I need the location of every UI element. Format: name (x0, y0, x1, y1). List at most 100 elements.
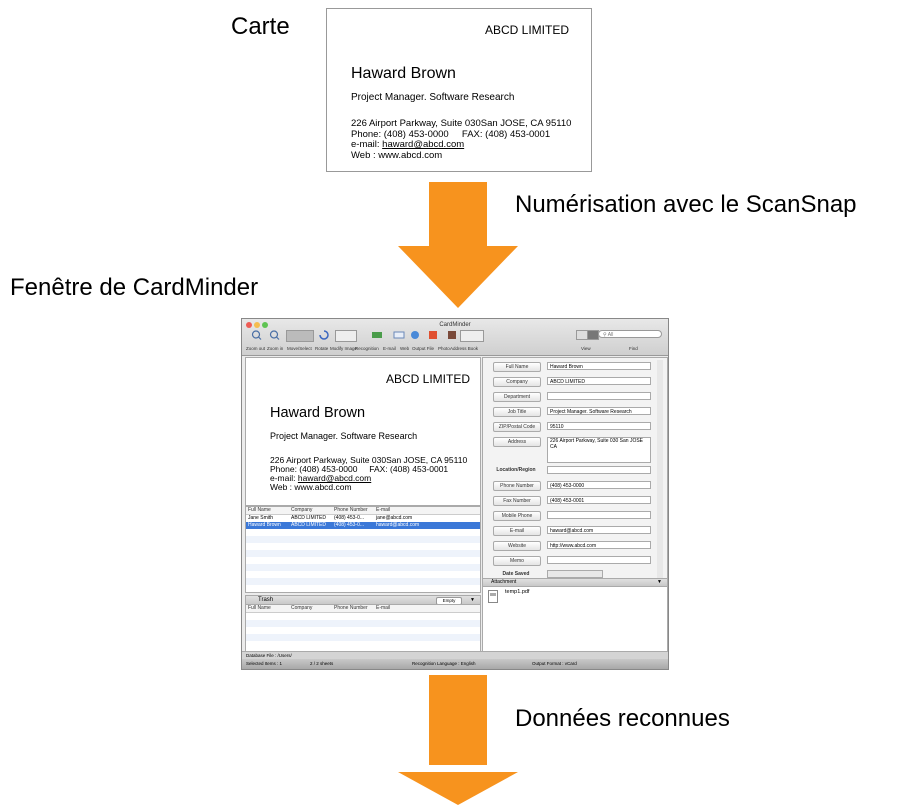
email-icon[interactable] (392, 330, 406, 340)
search-placeholder: All (607, 332, 614, 338)
preview-email-label: e-mail: (270, 473, 298, 483)
zoom-out-icon[interactable] (250, 330, 264, 340)
card-address: 226 Airport Parkway, Suite 030San JOSE, … (351, 118, 572, 129)
zip-field[interactable]: 95110 (547, 422, 651, 430)
arrow-down-1-icon (398, 182, 518, 308)
database-status-bar: Database File : /Users/ (242, 651, 668, 660)
search-input[interactable]: ⚲ All (598, 330, 662, 338)
preview-phone-line: Phone: (408) 453-0000 FAX: (408) 453-000… (270, 465, 467, 474)
trash-col-company[interactable]: Company (291, 605, 313, 611)
attachment-filename[interactable]: temp1.pdf (505, 589, 530, 595)
table-row[interactable]: Jane Smith ABCD LIMITED (408) 453-0... j… (246, 515, 480, 522)
trash-header: Full Name Company Phone Number E-mail (246, 605, 480, 613)
card-name: Haward Brown (351, 65, 456, 82)
recognition-icon[interactable] (370, 330, 384, 340)
trash-col-phone[interactable]: Phone Number (334, 605, 368, 611)
job-title-label[interactable]: Job Title (493, 407, 541, 417)
attachment-pane: temp1.pdf (482, 586, 668, 652)
empty-row (246, 578, 480, 585)
card-preview: ABCD LIMITED Haward Brown Project Manage… (245, 357, 481, 506)
full-name-field[interactable]: Haward Brown (547, 362, 651, 370)
label-carte: Carte (231, 13, 290, 40)
mobile-label[interactable]: Mobile Phone (493, 511, 541, 521)
cell-email: haward@abcd.com (376, 522, 420, 528)
location-label: Location/Region (496, 467, 536, 473)
status-bar: Selected Items : 1 2 / 2 sheets Recognit… (242, 659, 668, 669)
preview-name: Haward Brown (270, 405, 366, 421)
memo-label[interactable]: Memo (493, 556, 541, 566)
trash-list: Full Name Company Phone Number E-mail (245, 604, 481, 653)
memo-field[interactable] (547, 556, 651, 564)
phone-field[interactable]: (408) 453-0000 (547, 481, 651, 489)
zoom-in-icon[interactable] (268, 330, 282, 340)
trash-label: Trash (258, 597, 274, 603)
output-file-icon[interactable] (426, 330, 440, 340)
attachment-label: Attachment (491, 579, 517, 585)
company-label[interactable]: Company (493, 377, 541, 387)
form-scrollbar[interactable] (657, 360, 663, 580)
phone-label[interactable]: Phone Number (493, 481, 541, 491)
preview-phone: Phone: (408) 453-0000 (270, 464, 358, 474)
location-field[interactable] (547, 466, 651, 474)
web-icon[interactable] (408, 330, 422, 340)
cell-name: Haward Brown (248, 522, 281, 528)
move-select-icon[interactable] (286, 330, 314, 342)
toolbar-label-zoom-out: Zoom out (246, 346, 266, 351)
rotate-icon[interactable] (317, 330, 331, 340)
address-book-icon[interactable] (460, 330, 484, 342)
job-title-field[interactable]: Project Manager. Software Research (547, 407, 651, 415)
col-company[interactable]: Company (291, 507, 313, 513)
trash-menu-icon[interactable]: ▼ (470, 597, 475, 603)
find-label: Find (629, 346, 638, 351)
address-field[interactable]: 226 Airport Parkway, Suite 030 San JOSE … (547, 437, 651, 463)
arrow-down-3-icon (398, 772, 518, 805)
zip-label[interactable]: ZIP/Postal Code (493, 422, 541, 432)
fax-label[interactable]: Fax Number (493, 496, 541, 506)
attachment-menu-icon[interactable]: ▼ (657, 579, 662, 585)
photo-icon[interactable] (445, 330, 459, 340)
company-field[interactable]: ABCD LIMITED (547, 377, 651, 385)
trash-col-full-name[interactable]: Full Name (248, 605, 271, 611)
pdf-file-icon[interactable] (488, 590, 498, 603)
email-label[interactable]: E-mail (493, 526, 541, 536)
date-saved-field[interactable] (547, 570, 603, 578)
arrow-down-2-icon (429, 675, 487, 765)
zoom-icon[interactable] (262, 322, 268, 328)
toolbar-label-rotate: Rotate (315, 346, 329, 351)
card-contact: 226 Airport Parkway, Suite 030San JOSE, … (351, 118, 572, 161)
minimize-icon[interactable] (254, 322, 260, 328)
email-field[interactable]: haward@abcd.com (547, 526, 651, 534)
website-label[interactable]: Website (493, 541, 541, 551)
department-label[interactable]: Department (493, 392, 541, 402)
label-fenetre: Fenêtre de CardMinder (10, 274, 259, 301)
label-donnees: Données reconnues (515, 705, 730, 732)
website-field[interactable]: http://www.abcd.com (547, 541, 651, 549)
table-row-selected[interactable]: Haward Brown ABCD LIMITED (408) 453-0...… (246, 522, 480, 529)
toolbar-label-web: Web (400, 346, 410, 351)
col-full-name[interactable]: Full Name (248, 507, 271, 513)
detail-form: Full Name Haward Brown Company ABCD LIMI… (482, 357, 668, 587)
col-email[interactable]: E-mail (376, 507, 391, 513)
toolbar: CardMinder Zoom out Zoom in Move/Select … (242, 319, 668, 356)
toolbar-label-photo: Photo (438, 346, 450, 351)
full-name-label[interactable]: Full Name (493, 362, 541, 372)
business-card: ABCD LIMITED Haward Brown Project Manage… (326, 8, 592, 172)
mobile-field[interactable] (547, 511, 651, 519)
modify-image-icon[interactable] (335, 330, 357, 342)
preview-contact: 226 Airport Parkway, Suite 030San JOSE, … (270, 456, 467, 492)
selected-items: Selected Items : 1 (246, 661, 283, 666)
empty-row (246, 634, 480, 641)
preview-email-line: e-mail: haward@abcd.com (270, 474, 467, 483)
trash-col-email[interactable]: E-mail (376, 605, 391, 611)
address-label[interactable]: Address (493, 437, 541, 447)
recognition-language: Recognition Language : English (412, 661, 476, 666)
department-field[interactable] (547, 392, 651, 400)
card-company: ABCD LIMITED (485, 23, 570, 37)
card-phone-line: Phone: (408) 453-0000 FAX: (408) 453-000… (351, 128, 571, 141)
card-fax: FAX: (408) 453-0001 (461, 128, 551, 140)
col-phone[interactable]: Phone Number (334, 507, 368, 513)
close-icon[interactable] (246, 322, 252, 328)
fax-field[interactable]: (408) 453-0001 (547, 496, 651, 504)
empty-row (246, 564, 480, 571)
toolbar-label-address-book: Address Book (450, 346, 479, 351)
